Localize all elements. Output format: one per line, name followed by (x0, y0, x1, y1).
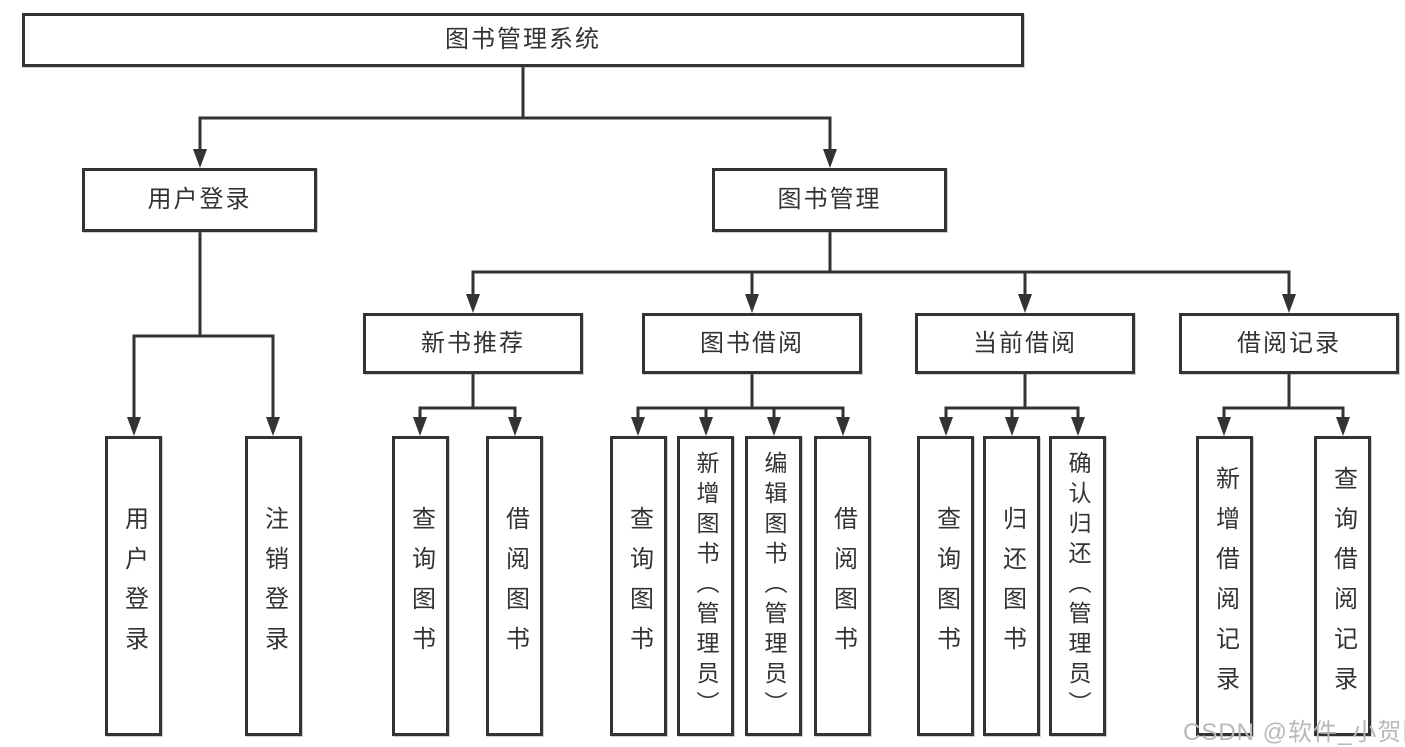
node-current-borrowing-label: 当前借阅 (973, 329, 1077, 357)
node-current-borrowing: 当前借阅 (915, 313, 1135, 374)
leaf-recommend-borrow-books: 借阅图书 (486, 436, 543, 736)
node-book-management-label: 图书管理 (777, 186, 882, 213)
node-new-book-recommend: 新书推荐 (363, 313, 583, 374)
node-borrowing-records-label: 借阅记录 (1237, 329, 1341, 357)
leaf-edit-book-admin-label: 编辑图书（管理员） (761, 451, 787, 721)
leaf-query-borrow-record-label: 查询借阅记录 (1329, 466, 1357, 706)
csdn-watermark: CSDN @软件_小贺同学 (1183, 719, 1405, 746)
leaf-borrowing-query-books: 查询图书 (610, 436, 667, 736)
leaf-query-borrow-record: 查询借阅记录 (1314, 436, 1371, 736)
leaf-confirm-return-admin-label: 确认归还（管理员） (1065, 451, 1091, 721)
leaf-current-query-books-label: 查询图书 (932, 506, 960, 666)
leaf-add-book-admin-label: 新增图书（管理员） (693, 451, 719, 721)
node-user-login-label: 用户登录 (147, 186, 252, 213)
leaf-recommend-borrow-books-label: 借阅图书 (501, 506, 529, 666)
node-root-label: 图书管理系统 (445, 26, 601, 53)
node-root: 图书管理系统 (22, 13, 1024, 67)
leaf-confirm-return-admin: 确认归还（管理员） (1049, 436, 1106, 736)
leaf-recommend-query-books-label: 查询图书 (407, 506, 435, 666)
leaf-return-book-label: 归还图书 (998, 506, 1026, 666)
leaf-current-query-books: 查询图书 (917, 436, 974, 736)
node-book-borrowing-label: 图书借阅 (700, 329, 804, 357)
leaf-edit-book-admin: 编辑图书（管理员） (745, 436, 802, 736)
leaf-logout-label: 注销登录 (260, 506, 288, 666)
leaf-return-book: 归还图书 (983, 436, 1040, 736)
leaf-borrowing-query-books-label: 查询图书 (625, 506, 653, 666)
leaf-add-borrow-record: 新增借阅记录 (1196, 436, 1253, 736)
node-user-login: 用户登录 (82, 168, 317, 232)
node-book-management: 图书管理 (712, 168, 947, 232)
leaf-user-login-label: 用户登录 (120, 506, 148, 666)
leaf-logout: 注销登录 (245, 436, 302, 736)
leaf-borrow-book-label: 借阅图书 (829, 506, 857, 666)
leaf-add-borrow-record-label: 新增借阅记录 (1211, 466, 1239, 706)
leaf-recommend-query-books: 查询图书 (392, 436, 449, 736)
leaf-add-book-admin: 新增图书（管理员） (677, 436, 734, 736)
node-book-borrowing: 图书借阅 (642, 313, 862, 374)
leaf-user-login: 用户登录 (105, 436, 162, 736)
node-borrowing-records: 借阅记录 (1179, 313, 1399, 374)
node-new-book-recommend-label: 新书推荐 (421, 329, 525, 357)
leaf-borrow-book: 借阅图书 (814, 436, 871, 736)
